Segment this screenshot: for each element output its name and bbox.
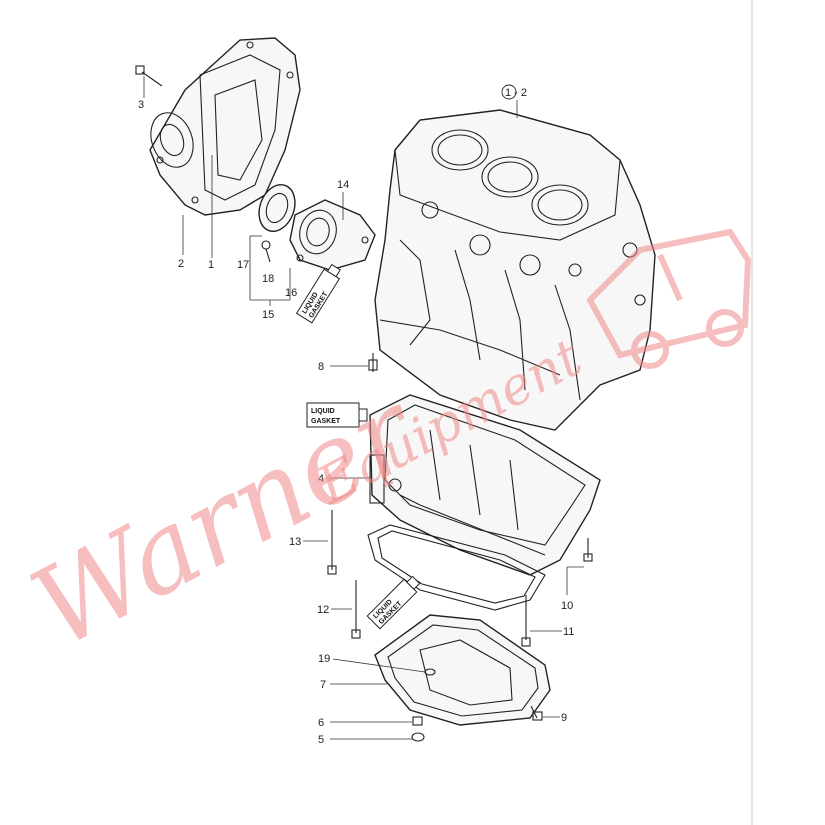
callout-13: 13: [289, 536, 301, 548]
watermark-truck-icon: [586, 228, 752, 369]
callout-15: 15: [262, 309, 274, 321]
callout-3: 3: [138, 99, 144, 111]
callout-1: 1: [208, 259, 214, 271]
liquid-gasket-tube-3: LIQUID GASKET: [366, 575, 421, 630]
callout-5: 5: [318, 734, 324, 746]
bolt-part-10: [583, 538, 593, 562]
callout-11: 11: [563, 626, 574, 638]
oil-pan-lower: [374, 614, 551, 726]
callout-4: 4: [318, 473, 324, 485]
callout-circle-1-2: [501, 84, 517, 100]
liquid-gasket-tube-1: LIQUID GASKET: [295, 263, 341, 324]
callout-8: 8: [318, 361, 324, 373]
callout-18: 18: [262, 273, 274, 285]
callout-19: 19: [318, 653, 330, 665]
tube-2-label-line2: GASKET: [311, 418, 341, 425]
callout-9: 9: [561, 712, 567, 724]
cylinder-block: [374, 109, 656, 431]
callout-12: 12: [317, 604, 329, 616]
liquid-gasket-tube-2: LIQUID GASKET: [306, 402, 368, 428]
svg-text:Warner: Warner: [12, 364, 440, 673]
drain-plug-part-6: [412, 716, 423, 726]
bolt-part-8: [368, 353, 378, 372]
callout-14: 14: [337, 179, 349, 191]
oil-pan-upper: [369, 394, 601, 576]
bolt-part-3: [135, 65, 163, 87]
leader-lines: [143, 76, 584, 740]
bolt-part-9: [530, 705, 543, 721]
oil-pan-gasket: [367, 524, 546, 611]
bolt-part-11: [521, 595, 531, 647]
bolt-part-12: [351, 580, 361, 639]
callout-6: 6: [318, 717, 324, 729]
callout-7: 7: [320, 679, 326, 691]
callout-10: 10: [561, 600, 573, 612]
callout-17: 17: [237, 259, 249, 271]
tube-2-label-line1: LIQUID: [311, 408, 335, 415]
bolt-part-13: [327, 510, 337, 575]
callout-1-2: 1 - 2: [505, 87, 527, 99]
callout-labels: 1 - 2 3 2 1 14 17 18 16 15 8 4 13 12 10 …: [138, 84, 574, 746]
callout-2: 2: [178, 258, 184, 270]
gear-case-plate: [149, 37, 301, 216]
bolt-part-18: [261, 240, 271, 263]
oil-seal-housing: [258, 184, 376, 271]
callout-16: 16: [285, 287, 297, 299]
washer-part-5: [411, 732, 425, 742]
